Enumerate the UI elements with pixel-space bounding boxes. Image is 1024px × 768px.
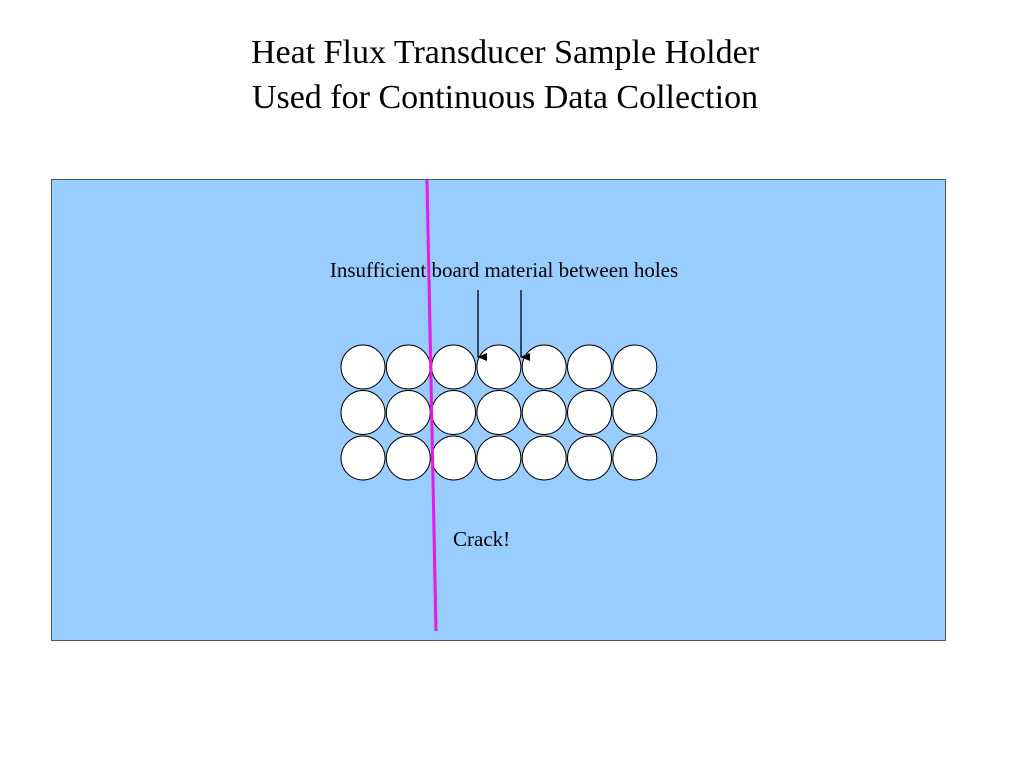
hole bbox=[431, 390, 477, 435]
hole bbox=[612, 435, 658, 481]
hole bbox=[385, 435, 431, 481]
title-line-2: Used for Continuous Data Collection bbox=[251, 79, 759, 116]
hole bbox=[521, 344, 567, 390]
crack-line bbox=[425, 179, 438, 632]
hole bbox=[431, 344, 477, 390]
hole bbox=[476, 344, 522, 390]
hole bbox=[431, 435, 477, 481]
hole-grid bbox=[340, 344, 658, 481]
hole bbox=[476, 435, 522, 481]
hole bbox=[340, 344, 386, 390]
hole bbox=[612, 344, 658, 390]
hole bbox=[612, 390, 658, 435]
hole bbox=[385, 344, 431, 390]
title-line-1: Heat Flux Transducer Sample Holder bbox=[250, 34, 760, 71]
hole bbox=[521, 390, 567, 435]
hole bbox=[340, 435, 386, 481]
slide-title: Heat Flux Transducer Sample Holder Used … bbox=[0, 30, 1010, 120]
hole bbox=[521, 435, 567, 481]
hole bbox=[567, 344, 612, 390]
hole bbox=[340, 390, 386, 435]
crack-label: Crack! bbox=[453, 527, 510, 551]
hole bbox=[567, 390, 612, 435]
annotation-label: Insufficient board material between hole… bbox=[330, 258, 678, 282]
hole bbox=[567, 435, 612, 481]
hole bbox=[385, 390, 431, 435]
hole bbox=[476, 390, 522, 435]
